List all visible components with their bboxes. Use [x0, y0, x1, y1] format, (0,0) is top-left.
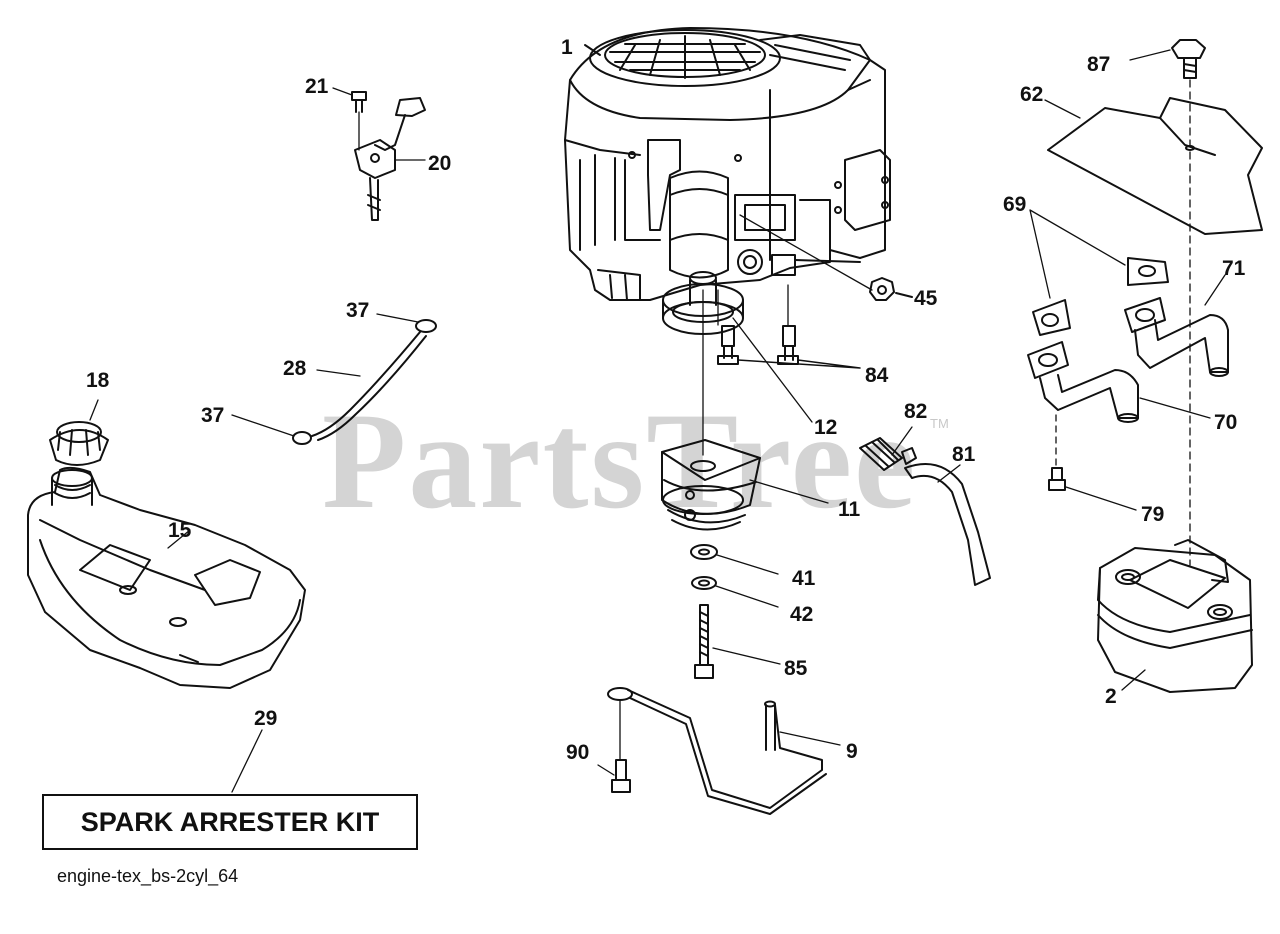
callout-11: 11 — [838, 498, 861, 521]
diagram-code: engine-tex_bs-2cyl_64 — [57, 866, 239, 886]
throttle-control-part-20[interactable] — [354, 97, 426, 221]
callout-12: 12 — [814, 416, 838, 439]
fuel-line-part-28[interactable] — [311, 331, 427, 441]
bolt-part-85[interactable] — [694, 604, 781, 679]
callout-37-lower: 37 — [201, 404, 225, 427]
leader-1 — [584, 44, 601, 56]
callout-45: 45 — [914, 287, 938, 310]
callout-21: 21 — [305, 75, 329, 98]
callout-15: 15 — [168, 519, 192, 542]
leader-29 — [231, 729, 263, 793]
engine-part-1[interactable] — [564, 27, 891, 301]
leader-45 — [895, 292, 913, 298]
exhaust-pipe-part-70[interactable] — [1027, 341, 1211, 471]
heat-shield-part-62[interactable] — [1044, 97, 1263, 235]
callout-69: 69 — [1003, 193, 1027, 216]
clamp-part-37-lower[interactable] — [231, 414, 312, 445]
bolt-part-90[interactable] — [597, 699, 631, 793]
bolt-part-21[interactable] — [332, 87, 367, 151]
clamp-part-37-upper[interactable] — [376, 313, 437, 333]
rod-part-9[interactable] — [607, 687, 841, 815]
clutch-part-11[interactable] — [661, 439, 829, 531]
callout-62: 62 — [1020, 83, 1044, 106]
lockwasher-part-42[interactable] — [691, 576, 779, 608]
callout-37-upper: 37 — [346, 299, 370, 322]
callout-84: 84 — [865, 364, 889, 387]
callout-20: 20 — [428, 152, 452, 175]
bolt-part-79[interactable] — [1048, 467, 1137, 511]
bolts-part-84[interactable] — [717, 284, 861, 369]
nut-part-45[interactable] — [869, 277, 895, 301]
callout-87: 87 — [1087, 53, 1111, 76]
fuel-cap-part-18[interactable] — [49, 399, 109, 466]
callout-1: 1 — [561, 36, 573, 59]
callout-9: 9 — [846, 740, 858, 763]
callout-79: 79 — [1141, 503, 1165, 526]
callout-28: 28 — [283, 357, 307, 380]
hose-part-81[interactable] — [904, 463, 991, 586]
washer-part-41[interactable] — [690, 544, 779, 575]
trademark-mark: TM — [930, 416, 949, 431]
callout-90: 90 — [566, 741, 590, 764]
muffler-part-2[interactable] — [1097, 539, 1253, 693]
partstree-watermark: PartsTree — [322, 384, 918, 537]
callout-71: 71 — [1222, 257, 1246, 280]
callout-82: 82 — [904, 400, 928, 423]
spark-arrester-kit-label: SPARK ARRESTER KIT — [80, 806, 380, 837]
spark-arrester-kit-box[interactable]: SPARK ARRESTER KIT — [42, 794, 418, 850]
callout-70: 70 — [1214, 411, 1238, 434]
fuel-tank-part-15[interactable] — [27, 466, 306, 689]
callout-2: 2 — [1105, 685, 1117, 708]
fitting-part-82[interactable] — [859, 426, 917, 471]
gaskets-part-69[interactable] — [1029, 209, 1169, 336]
callout-42: 42 — [790, 603, 814, 626]
bolt-part-87[interactable] — [1129, 39, 1206, 566]
callout-41: 41 — [792, 567, 816, 590]
callout-81: 81 — [952, 443, 976, 466]
callout-29: 29 — [254, 707, 278, 730]
callout-18: 18 — [86, 369, 110, 392]
exhaust-pipe-part-71[interactable] — [1124, 274, 1229, 377]
callout-85: 85 — [784, 657, 808, 680]
